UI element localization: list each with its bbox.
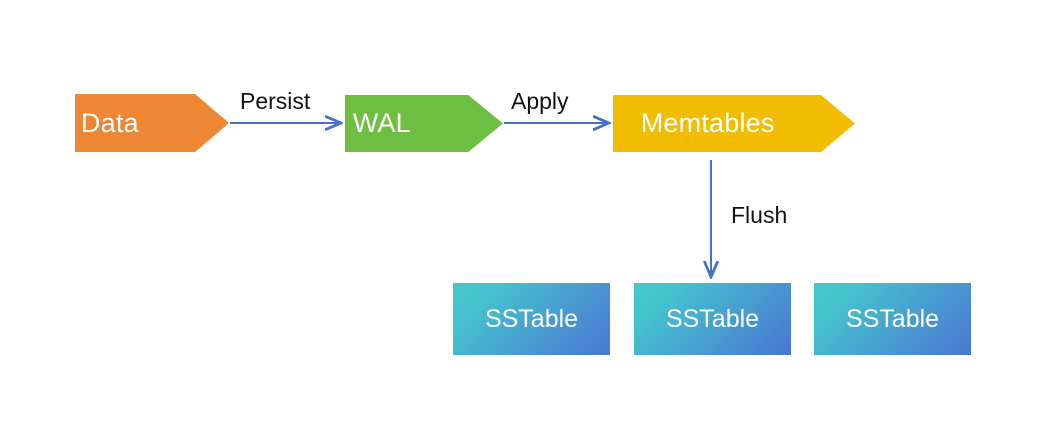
edge-label-flush: Flush <box>731 202 788 228</box>
node-sstable-3[interactable]: SSTable <box>814 283 971 355</box>
node-sstable-1-label: SSTable <box>484 304 579 333</box>
node-sstable-3-label: SSTable <box>845 304 940 333</box>
node-data-label: Data <box>80 107 139 138</box>
node-wal[interactable]: WAL <box>345 95 503 152</box>
node-wal-label: WAL <box>352 108 411 138</box>
node-sstable-2-label: SSTable <box>665 304 760 333</box>
node-memtables[interactable]: Memtables <box>613 95 855 152</box>
edge-label-persist: Persist <box>240 88 311 114</box>
node-sstable-1[interactable]: SSTable <box>453 283 610 355</box>
node-data[interactable]: Data <box>75 94 229 152</box>
edge-label-apply: Apply <box>511 88 569 114</box>
node-sstable-2[interactable]: SSTable <box>634 283 791 355</box>
node-memtables-label: Memtables <box>640 108 775 138</box>
